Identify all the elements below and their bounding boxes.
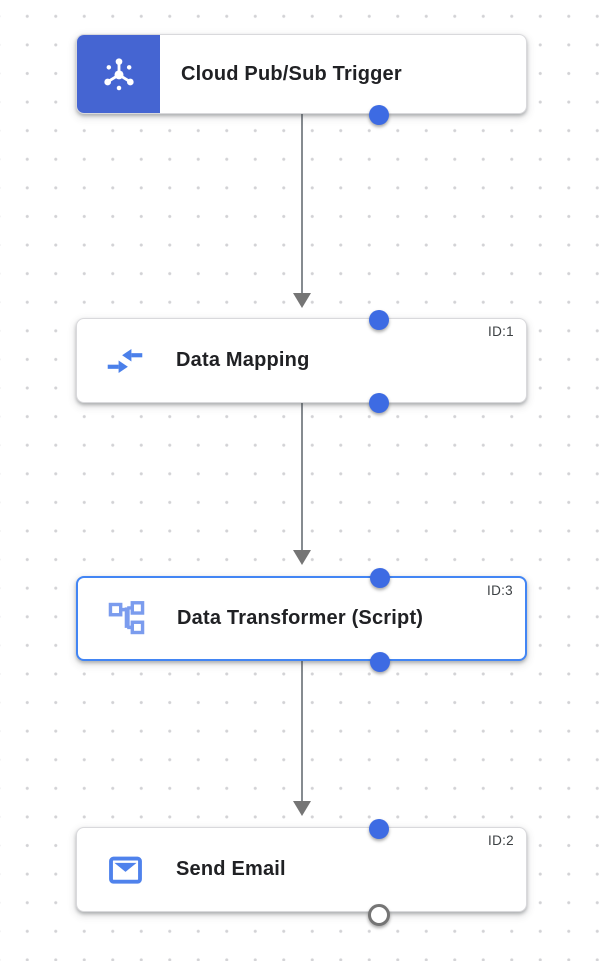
node-send-email[interactable]: ID:2 Send Email <box>76 819 527 926</box>
pubsub-trigger-icon <box>77 35 160 113</box>
node-title: Data Mapping <box>176 349 310 371</box>
node-id-badge: ID:2 <box>488 833 514 848</box>
input-port[interactable] <box>369 568 390 588</box>
arrowhead-icon <box>292 801 311 816</box>
node-id-badge: ID:1 <box>488 324 514 339</box>
edge-line <box>300 114 303 294</box>
node-data-mapping[interactable]: ID:1 Data Mapping <box>76 310 527 413</box>
output-port[interactable] <box>368 105 389 125</box>
output-port[interactable] <box>368 393 389 413</box>
output-port-open[interactable] <box>367 904 390 926</box>
input-port[interactable] <box>368 310 389 330</box>
input-port[interactable] <box>368 819 389 839</box>
node-cloud-pubsub-trigger[interactable]: Cloud Pub/Sub Trigger <box>76 34 527 125</box>
output-port[interactable] <box>369 652 390 672</box>
data-mapping-icon <box>101 345 149 377</box>
node-title: Send Email <box>176 858 286 880</box>
node-id-badge: ID:3 <box>487 583 513 598</box>
node-title: Data Transformer (Script) <box>177 607 424 629</box>
arrowhead-icon <box>292 550 311 565</box>
edge-line <box>300 661 303 801</box>
data-transformer-icon <box>102 598 150 639</box>
send-email-icon <box>101 853 149 887</box>
node-data-transformer-script[interactable]: ID:3 Data Transformer (Script) <box>76 568 527 672</box>
edge-line <box>300 403 303 550</box>
node-title: Cloud Pub/Sub Trigger <box>181 62 402 85</box>
arrowhead-icon <box>292 293 311 308</box>
